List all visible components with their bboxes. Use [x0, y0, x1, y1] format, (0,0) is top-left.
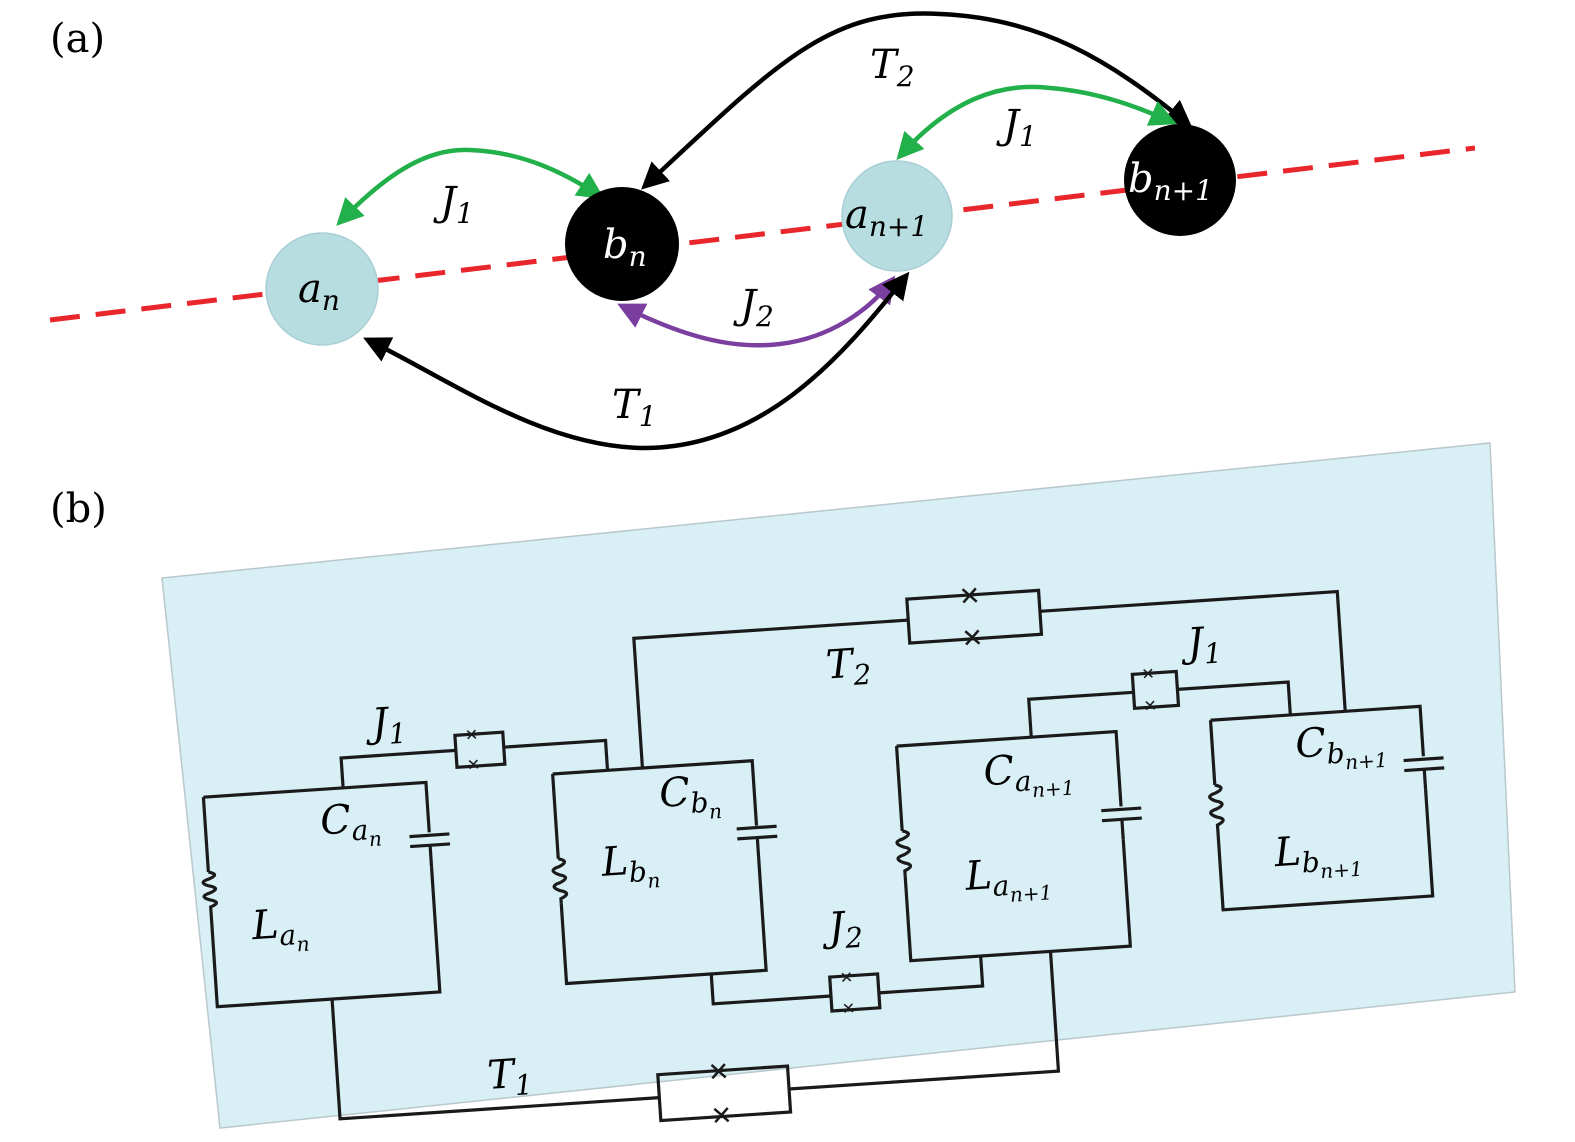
svg-text:✕: ✕ [707, 1057, 731, 1088]
resonator-b-n [503, 618, 909, 1006]
coupling-arrow-T2 [641, 11, 1193, 190]
junction-J1-left: ✕ ✕ [453, 725, 507, 775]
site-a-n1 [841, 160, 953, 272]
coupling-label-T1: T1 [612, 382, 657, 433]
coupling-label-J1-left: J1 [433, 179, 474, 230]
svg-text:✕: ✕ [464, 725, 479, 745]
capacitor-b-n1 [1403, 756, 1445, 790]
svg-text:✕: ✕ [710, 1101, 734, 1132]
coupling-arrow-J1-left [336, 147, 605, 226]
panel-a: (a) an bn an+1 bn+1 J1 [49, 11, 1476, 451]
site-label-b-n: bn [603, 222, 647, 273]
coupling-label-J1-right: J1 [996, 102, 1037, 153]
svg-text:✕: ✕ [1143, 696, 1158, 716]
svg-text:✕: ✕ [958, 581, 982, 612]
label-C-an: Can [319, 795, 383, 855]
inductor-a-n [201, 870, 219, 913]
capacitor-b-n [736, 824, 778, 858]
label-C-bn1: Cbn+1 [1294, 716, 1388, 778]
panel-b: (b) [50, 442, 1516, 1132]
panel-a-label: (a) [50, 16, 105, 62]
panel-b-label: (b) [50, 486, 107, 532]
circuit-board [161, 442, 1516, 1129]
svg-text:✕: ✕ [839, 968, 854, 988]
label-L-an: Lan [250, 900, 311, 960]
svg-text:✕: ✕ [961, 623, 985, 654]
chain-axis [49, 145, 1476, 323]
label-L-bn: Lbn [599, 836, 661, 896]
site-label-a-n1: an+1 [845, 192, 928, 243]
capacitor-a-n [409, 832, 451, 868]
coupling-arrow-T1 [363, 271, 910, 451]
resonator-a-n1 [788, 690, 1142, 1091]
site-b-n1 [1124, 124, 1236, 236]
capacitor-a-n1 [1101, 806, 1142, 840]
coupling-arrow-J1-right [896, 84, 1177, 161]
svg-text:✕: ✕ [841, 998, 856, 1018]
resonator-b-n1 [1039, 589, 1445, 912]
label-C-an1: Can+1 [982, 744, 1075, 806]
site-label-b-n1: bn+1 [1128, 156, 1213, 207]
site-label-a-n: an [298, 266, 340, 317]
svg-text:✕: ✕ [466, 755, 481, 775]
inductor-a-n1 [895, 829, 913, 876]
junction-J2: ✕ ✕ [828, 968, 882, 1018]
resonator-a-n [201, 748, 456, 1009]
label-L-an1: Lan+1 [963, 848, 1053, 910]
site-a-n [265, 232, 379, 346]
inductor-b-n [551, 857, 569, 904]
svg-text:✕: ✕ [1141, 664, 1156, 684]
coupling-label-T2: T2 [870, 42, 915, 93]
site-b-n [565, 187, 679, 301]
circuit: ✕ ✕ [201, 581, 1445, 1132]
label-L-bn1: Lbn+1 [1272, 825, 1363, 887]
junction-T2: ✕ ✕ [905, 581, 1044, 655]
coupling-label-J2: J2 [733, 282, 774, 333]
label-C-bn: Cbn [658, 767, 723, 827]
inductor-b-n1 [1208, 783, 1225, 831]
junction-T1: ✕ ✕ [656, 1057, 793, 1132]
